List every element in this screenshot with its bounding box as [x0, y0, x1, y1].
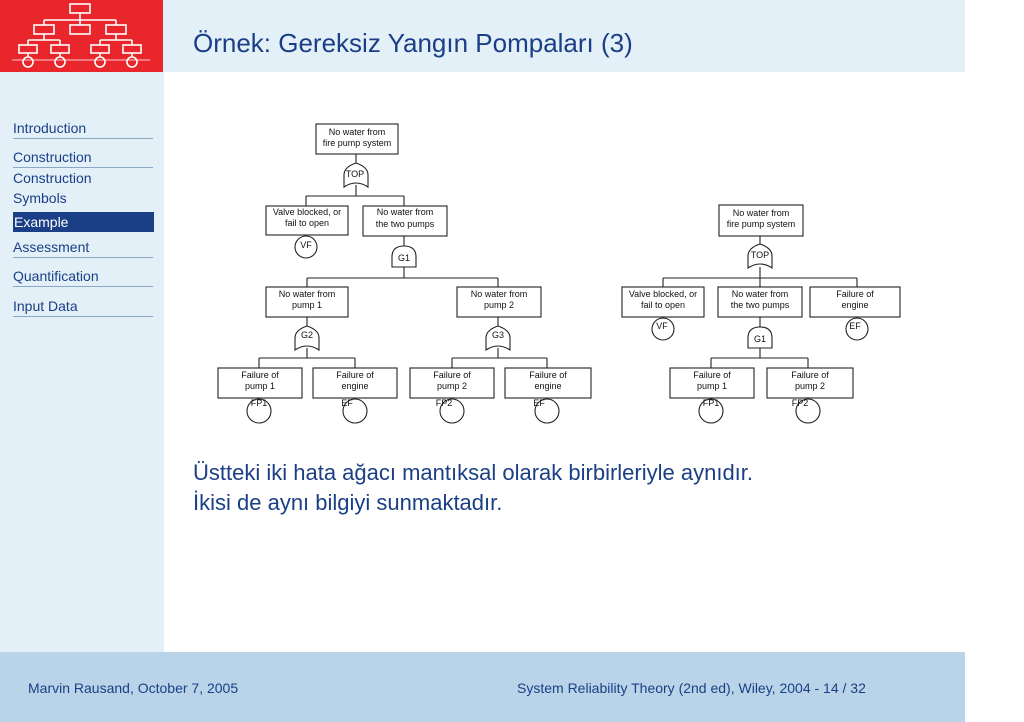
basic-event-code: VF [656, 321, 668, 331]
content-line-1: Üstteki iki hata ağacı mantıksal olarak … [193, 460, 754, 485]
basic-event-circle-icon [651, 317, 675, 341]
basic-event-circle-icon [698, 398, 724, 424]
event-label: Valve blocked, or [629, 289, 697, 299]
event-box-top-2 [718, 204, 804, 237]
event-label: Failure of [241, 370, 279, 380]
event-label: Failure of [433, 370, 471, 380]
event-box-top [315, 123, 399, 155]
event-label: No water from [377, 207, 434, 217]
basic-event-circle-icon [342, 398, 368, 424]
event-label: pump 1 [697, 381, 727, 391]
event-label: Failure of [693, 370, 731, 380]
footer-reference: System Reliability Theory (2nd ed), Wile… [517, 680, 866, 696]
event-label: pump 2 [795, 381, 825, 391]
basic-event-code: FP2 [792, 398, 809, 408]
sidebar-item-introduction[interactable]: Introduction [13, 118, 153, 139]
basic-event-circle-icon [534, 398, 560, 424]
event-box-pump2 [456, 286, 542, 318]
event-label: No water from [329, 127, 386, 137]
event-label: Failure of [836, 289, 874, 299]
event-box-ef2 [504, 367, 592, 399]
basic-event-code: FP1 [251, 398, 268, 408]
event-box-fp2-2 [766, 367, 854, 399]
gate-label: TOP [751, 250, 769, 260]
gate-label: G1 [754, 334, 766, 344]
event-box-g1-2 [717, 286, 803, 318]
event-box-g1 [362, 205, 448, 237]
event-label: No water from [279, 289, 336, 299]
event-label: pump 2 [484, 300, 514, 310]
basic-event-code: VF [300, 240, 312, 250]
basic-event-circle-icon [246, 398, 272, 424]
sidebar-item-construction-symbols-2[interactable]: Symbols [13, 190, 67, 206]
event-label: pump 2 [437, 381, 467, 391]
event-label: the two pumps [731, 300, 790, 310]
event-label: fail to open [641, 300, 685, 310]
event-label: fail to open [285, 218, 329, 228]
event-label: Failure of [336, 370, 374, 380]
event-label: Failure of [791, 370, 829, 380]
basic-event-circle-icon [845, 317, 869, 341]
basic-event-code: EF [849, 321, 861, 331]
sidebar-item-construction-symbols[interactable]: Construction [13, 170, 92, 186]
gate-label: G1 [398, 253, 410, 263]
footer: Marvin Rausand, October 7, 2005 System R… [0, 652, 965, 722]
and-gate-icon [391, 245, 417, 268]
event-box-ef-2 [809, 286, 901, 318]
event-label: fire pump system [323, 138, 392, 148]
event-label: No water from [733, 208, 790, 218]
event-label: Valve blocked, or [273, 207, 341, 217]
basic-event-circle-icon [294, 235, 318, 259]
basic-event-code: EF [341, 398, 353, 408]
sidebar-item-quantification[interactable]: Quantification [13, 266, 153, 287]
event-box-fp1 [217, 367, 303, 399]
footer-author: Marvin Rausand, October 7, 2005 [28, 680, 239, 696]
event-label: engine [841, 300, 868, 310]
event-label: No water from [471, 289, 528, 299]
event-label: engine [341, 381, 368, 391]
event-box-vf-2 [621, 286, 705, 318]
event-label: fire pump system [727, 219, 796, 229]
page-title: Örnek: Gereksiz Yangın Pompaları (3) [193, 28, 633, 58]
event-label: engine [534, 381, 561, 391]
event-box-fp2 [409, 367, 495, 399]
basic-event-code: FP2 [436, 398, 453, 408]
basic-event-code: EF [533, 398, 545, 408]
sidebar-item-construction[interactable]: Construction [13, 147, 153, 168]
gate-label: TOP [346, 169, 364, 179]
fault-tree-logo-icon [12, 3, 150, 68]
sidebar: Introduction Construction Construction S… [0, 72, 164, 652]
basic-event-code: FP1 [703, 398, 720, 408]
event-label: No water from [732, 289, 789, 299]
content-line-2: İkisi de aynı bilgiyi sunmaktadır. [193, 490, 503, 515]
event-label: pump 1 [245, 381, 275, 391]
sidebar-item-example[interactable]: Example [13, 212, 154, 232]
basic-event-circle-icon [795, 398, 821, 424]
and-gate-icon [747, 326, 773, 349]
sidebar-item-input-data[interactable]: Input Data [13, 296, 153, 317]
sidebar-item-assessment[interactable]: Assessment [13, 237, 153, 258]
header: Örnek: Gereksiz Yangın Pompaları (3) [163, 0, 965, 72]
event-box-pump1 [265, 286, 349, 318]
event-box-vf [265, 205, 349, 236]
event-label: the two pumps [376, 219, 435, 229]
gate-label: G3 [492, 330, 504, 340]
logo [0, 0, 163, 72]
gate-label: G2 [301, 330, 313, 340]
event-box-ef1 [312, 367, 398, 399]
content-text: Üstteki iki hata ağacı mantıksal olarak … [193, 458, 753, 518]
event-label: pump 1 [292, 300, 322, 310]
event-label: Failure of [529, 370, 567, 380]
basic-event-circle-icon [439, 398, 465, 424]
event-box-fp1-2 [669, 367, 755, 399]
